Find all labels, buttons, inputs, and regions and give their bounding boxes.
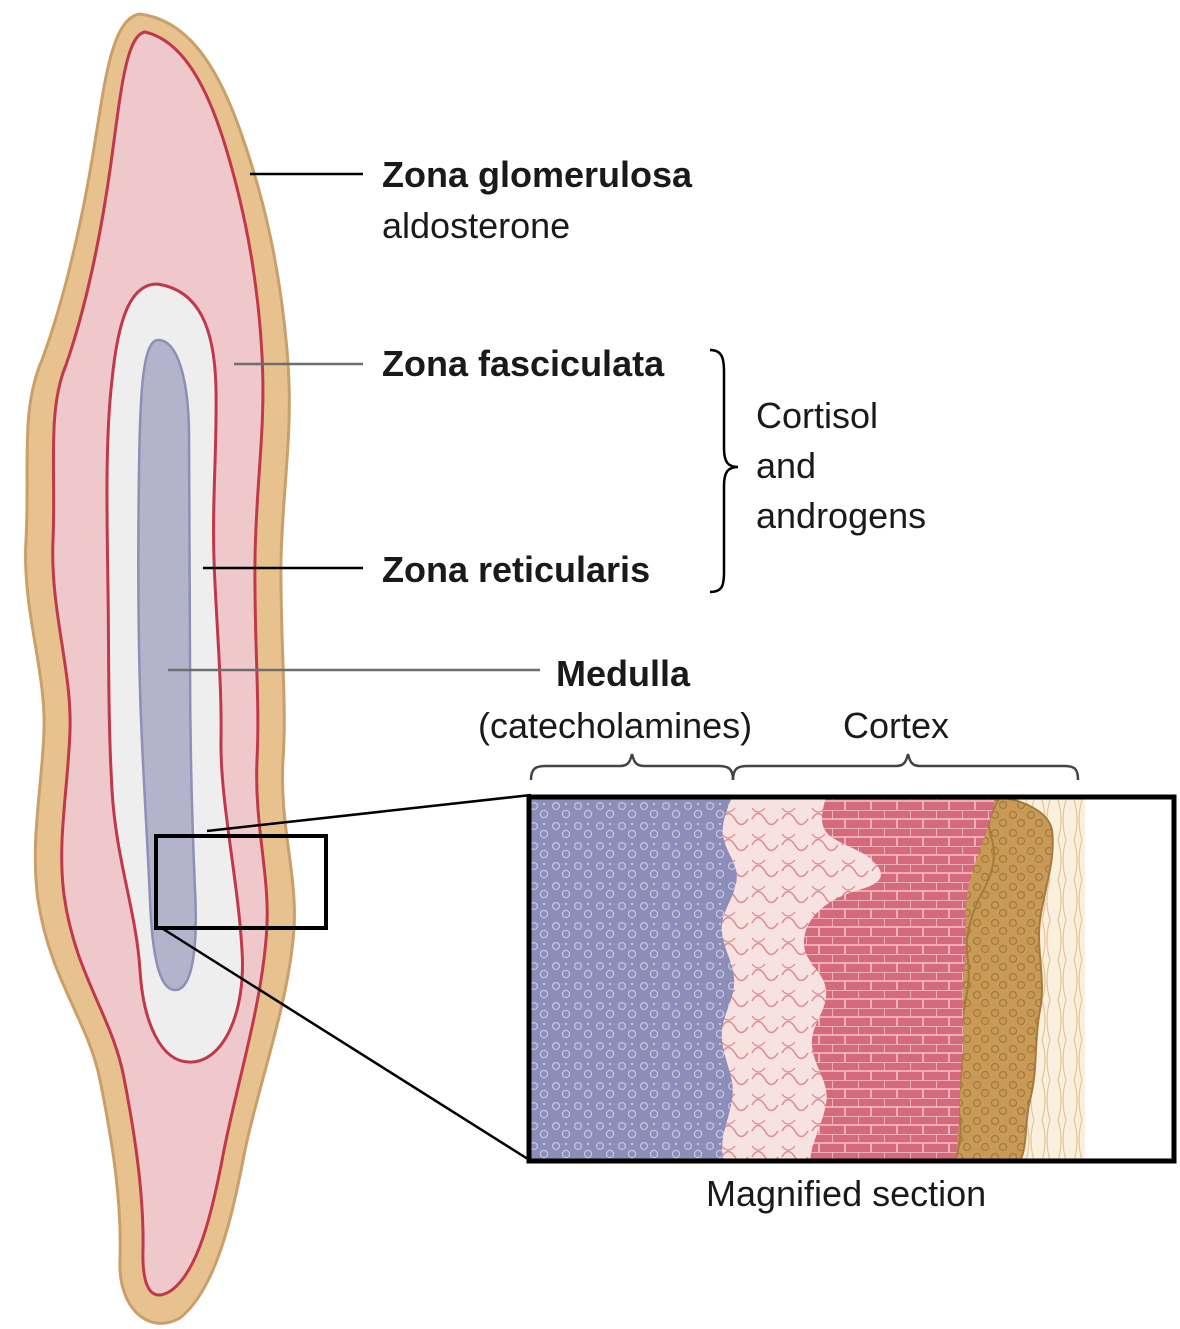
magnified-section xyxy=(529,797,1175,1161)
label-and: and xyxy=(756,445,816,486)
adrenal-cross-section xyxy=(26,14,295,1323)
label-aldosterone: aldosterone xyxy=(382,205,570,246)
label-androgens: androgens xyxy=(756,495,926,536)
label-medulla: Medulla xyxy=(556,653,691,694)
label-zona-glomerulosa: Zona glomerulosa xyxy=(382,154,693,195)
brace-cortisol-group xyxy=(710,350,738,592)
label-cortisol: Cortisol xyxy=(756,395,878,436)
label-catecholamines: (catecholamines) xyxy=(478,705,752,746)
label-zona-fasciculata: Zona fasciculata xyxy=(382,343,665,384)
label-magnified-section: Magnified section xyxy=(706,1173,986,1214)
mag-background xyxy=(1085,797,1175,1161)
brace-cortex-section xyxy=(733,754,1078,780)
label-cortex: Cortex xyxy=(843,705,949,746)
label-zona-reticularis: Zona reticularis xyxy=(382,549,650,590)
brace-medulla-section xyxy=(531,754,733,780)
mag-medulla-layer xyxy=(529,797,737,1161)
